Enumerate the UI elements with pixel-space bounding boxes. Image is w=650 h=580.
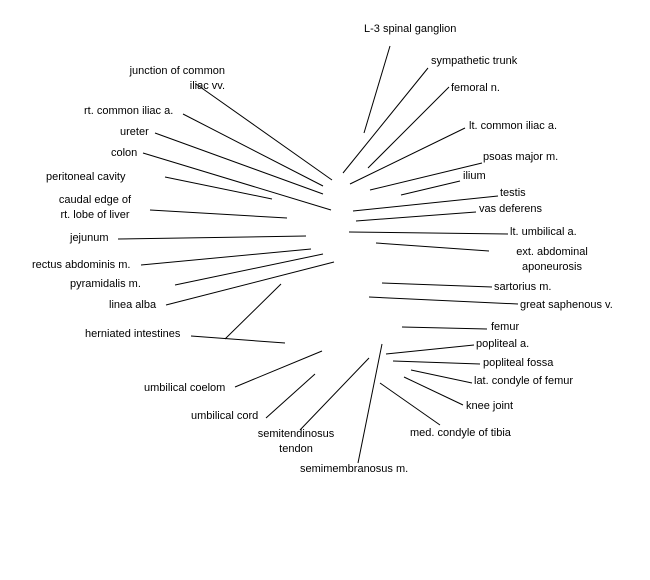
label-popliteal-a: popliteal a. <box>476 338 530 350</box>
leader-popliteal-a <box>385 344 475 355</box>
label-semimembranosus-m: semimembranosus m. <box>300 463 409 475</box>
leader-lat-condyle-of-femur <box>410 369 473 384</box>
label-great-saphenous-v: great saphenous v. <box>520 299 613 311</box>
leader-popliteal-fossa <box>392 360 481 365</box>
leader-pyramidalis-m <box>174 253 324 286</box>
leader-rt-common-iliac-a <box>182 113 324 187</box>
label-pyramidalis-m: pyramidalis m. <box>70 278 141 290</box>
leader-lt-umbilical-a <box>348 231 509 235</box>
label-ilium: ilium <box>463 170 486 182</box>
label-jejunum: jejunum <box>70 232 109 244</box>
leader-semitendinosus-tendon <box>299 357 370 431</box>
label-lt-umbilical-a: lt. umbilical a. <box>510 226 577 238</box>
leader-ureter <box>154 132 324 195</box>
leader-sympathetic-trunk <box>342 67 429 174</box>
label-femur: femur <box>491 321 520 333</box>
leader-junction-common-iliac <box>195 83 333 181</box>
leader-umbilical-coelom <box>234 350 323 388</box>
leader-vas-deferens <box>355 211 477 222</box>
leader-semimembranosus-m <box>357 343 383 464</box>
leader-colon <box>142 152 332 211</box>
label-herniated-intestines: herniated intestines <box>85 328 181 340</box>
label-caudal-edge-of-liver: caudal edge of rt. lobe of liver <box>40 193 150 223</box>
leader-ext-abdominal <box>375 242 490 252</box>
leader-psoas-major-m <box>369 162 483 191</box>
leader-jejunum <box>117 235 307 240</box>
label-ext-abdominal-aponeurosis: ext. abdominal aponeurosis <box>497 245 607 275</box>
label-colon: colon <box>111 147 138 159</box>
label-popliteal-fossa: popliteal fossa <box>483 357 554 369</box>
leader-ilium <box>400 180 461 196</box>
label-sartorius-m: sartorius m. <box>494 281 552 293</box>
label-testis: testis <box>500 187 526 199</box>
leader-med-condyle-of-tibia <box>379 382 441 426</box>
label-caudal-edge-line1: caudal edge of <box>58 194 132 206</box>
label-lat-condyle-of-femur: lat. condyle of femur <box>474 375 574 387</box>
leader-femur <box>401 326 488 330</box>
leader-linea-alba <box>165 261 335 306</box>
leader-testis <box>352 195 499 212</box>
label-sympathetic-trunk: sympathetic trunk <box>431 55 518 67</box>
leader-herniated-intestines-b <box>224 283 282 340</box>
leader-sartorius-m <box>381 282 493 288</box>
label-caudal-edge-line2: rt. lobe of liver <box>60 209 130 221</box>
label-med-condyle-of-tibia: med. condyle of tibia <box>410 427 511 439</box>
leader-lt-common-iliac-a <box>349 127 466 185</box>
label-knee-joint: knee joint <box>466 400 514 412</box>
label-linea-alba: linea alba <box>109 299 157 311</box>
leader-rectus-abdominis-m <box>140 248 312 266</box>
label-l3-spinal-ganglion: L-3 spinal ganglion <box>364 23 457 35</box>
label-psoas-major-m: psoas major m. <box>483 151 559 163</box>
label-umbilical-coelom: umbilical coelom <box>144 382 226 394</box>
label-junction-line2: iliac vv. <box>189 80 225 92</box>
label-ureter: ureter <box>120 126 149 138</box>
leader-umbilical-cord <box>265 373 316 419</box>
label-rectus-abdominis-m: rectus abdominis m. <box>32 259 131 271</box>
leader-great-saphenous-v <box>368 296 519 305</box>
label-junction-of-common-iliac-vv: junction of common iliac vv. <box>100 64 225 94</box>
leader-knee-joint <box>403 376 464 406</box>
leader-peritoneal-cavity <box>164 176 273 200</box>
label-semitendinosus-line2: tendon <box>279 443 313 455</box>
label-semitendinosus-tendon: semitendinosus tendon <box>236 427 356 457</box>
leader-caudal-edge <box>149 209 288 219</box>
label-lt-common-iliac-a: lt. common iliac a. <box>469 120 558 132</box>
label-junction-line1: junction of common <box>129 65 225 77</box>
leader-femoral-n <box>367 86 450 169</box>
label-femoral-n: femoral n. <box>451 82 500 94</box>
label-peritoneal-cavity: peritoneal cavity <box>46 171 126 183</box>
label-semitendinosus-line1: semitendinosus <box>257 428 335 440</box>
label-umbilical-cord: umbilical cord <box>191 410 259 422</box>
label-ext-abdominal-line2: aponeurosis <box>522 261 582 273</box>
leader-herniated-intestines-a <box>190 335 286 344</box>
leader-l3-spinal-ganglion <box>363 45 391 134</box>
label-rt-common-iliac-a: rt. common iliac a. <box>84 105 174 117</box>
label-vas-deferens: vas deferens <box>479 203 542 215</box>
label-ext-abdominal-line1: ext. abdominal <box>516 246 588 258</box>
